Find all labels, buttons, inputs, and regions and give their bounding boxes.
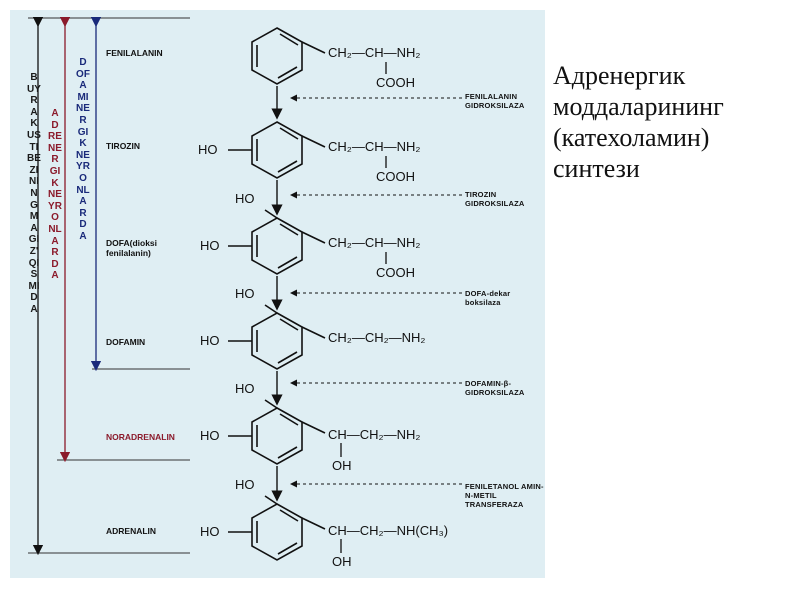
side-chain-tirozin: CH₂—CH—NH₂ (328, 139, 421, 154)
diagram-panel: BUYRAK USTI BEZINING MAGIZ' QISMIDA ADRE… (10, 10, 545, 578)
ho-left-adrenalin: HO (200, 524, 220, 539)
slide-title: Адренергик моддаларининг (катехоламин) с… (553, 61, 724, 183)
inner-vertical-label: DOFAMINERGIK NEYRONLARDA (76, 57, 90, 242)
ho-top-adrenalin: HO (235, 477, 255, 492)
sub-oh-adrenalin: OH (332, 554, 352, 569)
stage-label-dofamin: DOFAMIN (106, 337, 146, 347)
benzene-ring-tirozin (228, 121, 326, 179)
sub-cooh-dofa: COOH (376, 265, 415, 280)
sub-oh-noradrenalin: OH (332, 458, 352, 473)
side-chain-adrenalin: CH—CH₂—NH(CH₃) (328, 523, 449, 538)
side-chain-dofa: CH₂—CH—NH₂ (328, 235, 421, 250)
ho-left-dofa: HO (200, 238, 220, 253)
enzyme-label-1: FENILALANIN GIDROKSILAZA (465, 92, 525, 110)
benzene-ring-dofa (228, 209, 326, 275)
ho-top-noradrenalin: HO (235, 381, 255, 396)
stage-label-fenilalanin: FENILALANIN (106, 48, 163, 58)
sub-cooh-fenilalanin: COOH (376, 75, 415, 90)
benzene-ring-dofamin (228, 304, 326, 370)
outer-vertical-label: BUYRAK USTI BEZINING MAGIZ' QISMIDA (27, 72, 42, 315)
ho-left-dofamin: HO (200, 333, 220, 348)
enzyme-label-2: TIROZIN GIDROKSILAZA (465, 190, 525, 208)
ho-top-dofamin: HO (235, 286, 255, 301)
ho-top-dofa: HO (235, 191, 255, 206)
benzene-ring-noradrenalin (228, 399, 326, 465)
benzene-ring-fenilalanin (251, 27, 326, 85)
enzyme-label-4: DOFAMIN-β- GIDROKSILAZA (465, 379, 525, 397)
sub-cooh-tirozin: COOH (376, 169, 415, 184)
benzene-ring-adrenalin (228, 495, 326, 561)
side-chain-dofamin: CH₂—CH₂—NH₂ (328, 330, 426, 345)
stage-label-noradrenalin: NORADRENALIN (106, 432, 175, 442)
stage-label-adrenalin: ADRENALIN (106, 526, 157, 536)
ho-left-tirozin: HO (198, 142, 218, 157)
stage-label-dofa: DOFA(dioksi fenilalanin) (106, 238, 158, 258)
synthesis-diagram (28, 16, 462, 561)
middle-vertical-label: ADRENERGIK NEYRONLARDA (48, 108, 62, 282)
side-chain-noradrenalin: CH—CH₂—NH₂ (328, 427, 421, 442)
stage-label-tirozin: TIROZIN (106, 141, 140, 151)
enzyme-label-5: FENILETANOL AMIN-N-METIL TRANSFERAZA (465, 482, 544, 509)
ho-left-noradrenalin: HO (200, 428, 220, 443)
enzyme-label-3: DOFA-dekar boksilaza (465, 289, 511, 307)
side-chain-fenilalanin: CH₂—CH—NH₂ (328, 45, 421, 60)
